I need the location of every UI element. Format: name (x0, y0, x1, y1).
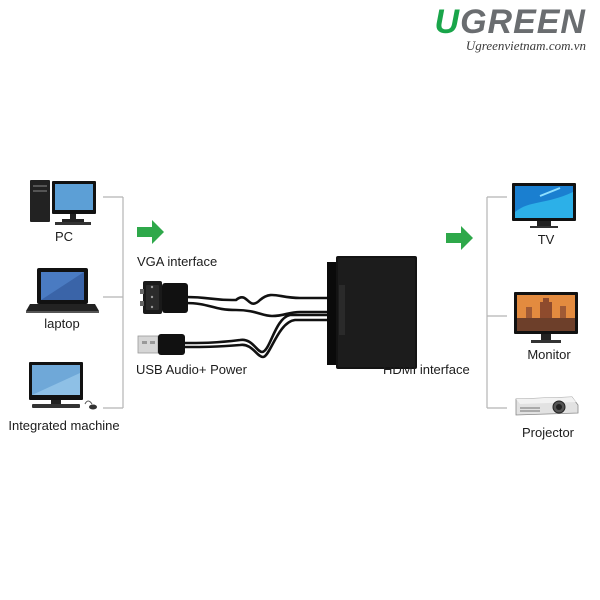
adapter-cables (182, 293, 327, 359)
destination-bracket (486, 196, 507, 409)
left-arrow-icon (137, 220, 164, 244)
monitor-icon (514, 292, 578, 343)
laptop-icon (26, 268, 99, 313)
hdmi-adapter-device (327, 256, 417, 369)
source-label-pc: PC (54, 229, 74, 244)
source-label-laptop: laptop (44, 316, 80, 331)
ugreen-logo: UGREEN Ugreenvietnam.com.vn (435, 4, 586, 54)
hdmi-interface-label: HDMI interface (383, 362, 470, 377)
all-in-one-computer-icon (29, 362, 97, 410)
source-label-integrated-machine: Integrated machine (8, 418, 120, 433)
usb-audio-power-label: USB Audio+ Power (136, 362, 247, 377)
destination-label-tv: TV (537, 232, 555, 247)
usb-connector-icon (137, 334, 185, 355)
source-bracket (103, 196, 124, 409)
destination-label-monitor: Monitor (527, 347, 571, 362)
logo-wordmark: UGREEN (434, 3, 586, 41)
desktop-pc-icon (30, 180, 96, 225)
right-arrow-icon (446, 226, 473, 250)
vga-connector-icon (140, 281, 188, 314)
projector-icon (515, 396, 579, 416)
tv-icon (512, 183, 576, 228)
destination-label-projector: Projector (521, 425, 575, 440)
vga-interface-label: VGA interface (137, 254, 218, 269)
logo-url: Ugreenvietnam.com.vn (465, 38, 586, 53)
